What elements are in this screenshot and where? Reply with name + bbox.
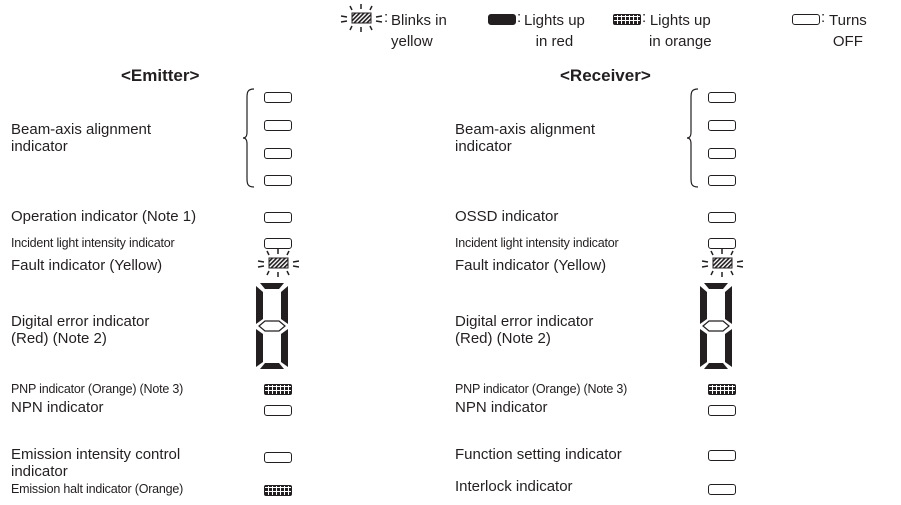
emitter-emission-halt-led [264,485,292,496]
emitter-beam-led-3 [264,148,292,159]
legend-off-label: Turns OFF [829,12,867,50]
emitter-fault-blink-icon [257,249,300,277]
legend-orange-icon [613,14,641,25]
receiver-function-label: Function setting indicator [455,446,622,463]
receiver-interlock-label: Interlock indicator [455,478,573,495]
receiver-beam-axis-label: Beam-axis alignment indicator [455,121,596,155]
receiver-digital-display-icon [700,283,732,369]
emitter-beam-brace [242,88,255,188]
receiver-npn-led [708,405,736,416]
receiver-function-led [708,450,736,461]
emitter-pnp-led [264,384,292,395]
receiver-beam-led-2 [708,120,736,131]
emitter-operation-label: Operation indicator (Note 1) [11,208,197,225]
receiver-npn-label: NPN indicator [455,399,548,416]
emitter-beam-led-4 [264,175,292,186]
emitter-emission-halt-label: Emission halt indicator (Orange) [11,482,184,496]
legend-red-icon [488,14,516,25]
emitter-beam-led-1 [264,92,292,103]
emitter-pnp-label: PNP indicator (Orange) (Note 3) [11,382,184,396]
emitter-incident-led [264,238,292,249]
legend-red-label: Lights up in red [524,12,585,50]
legend-orange-label: Lights up in orange [649,12,712,50]
receiver-fault-blink-icon [701,249,744,277]
receiver-incident-label: Incident light intensity indicator [455,236,619,250]
receiver-beam-led-4 [708,175,736,186]
receiver-digital-label: Digital error indicator (Red) (Note 2) [455,313,594,347]
emitter-digital-label: Digital error indicator (Red) (Note 2) [11,313,150,347]
receiver-pnp-label: PNP indicator (Orange) (Note 3) [455,382,628,396]
receiver-beam-brace [686,88,699,188]
emitter-emission-control-led [264,452,292,463]
receiver-beam-led-3 [708,148,736,159]
receiver-ossd-label: OSSD indicator [455,208,559,225]
emitter-npn-label: NPN indicator [11,399,104,416]
emitter-digital-display-icon [256,283,288,369]
emitter-fault-label: Fault indicator (Yellow) [11,257,163,274]
receiver-interlock-led [708,484,736,495]
receiver-ossd-led [708,212,736,223]
emitter-title: <Emitter> [121,66,200,85]
receiver-pnp-led [708,384,736,395]
emitter-npn-led [264,405,292,416]
legend-off-icon [792,14,820,25]
receiver-title: <Receiver> [560,66,651,85]
emitter-beam-axis-label: Beam-axis alignment indicator [11,121,152,155]
emitter-incident-label: Incident light intensity indicator [11,236,175,250]
blink-yellow-icon [340,4,383,32]
emitter-operation-led [264,212,292,223]
emitter-beam-led-2 [264,120,292,131]
legend-blink-label: Blinks in yellow [391,12,447,50]
receiver-fault-label: Fault indicator (Yellow) [455,257,607,274]
receiver-incident-led [708,238,736,249]
receiver-beam-led-1 [708,92,736,103]
emitter-emission-control-label: Emission intensity control indicator [11,446,181,480]
